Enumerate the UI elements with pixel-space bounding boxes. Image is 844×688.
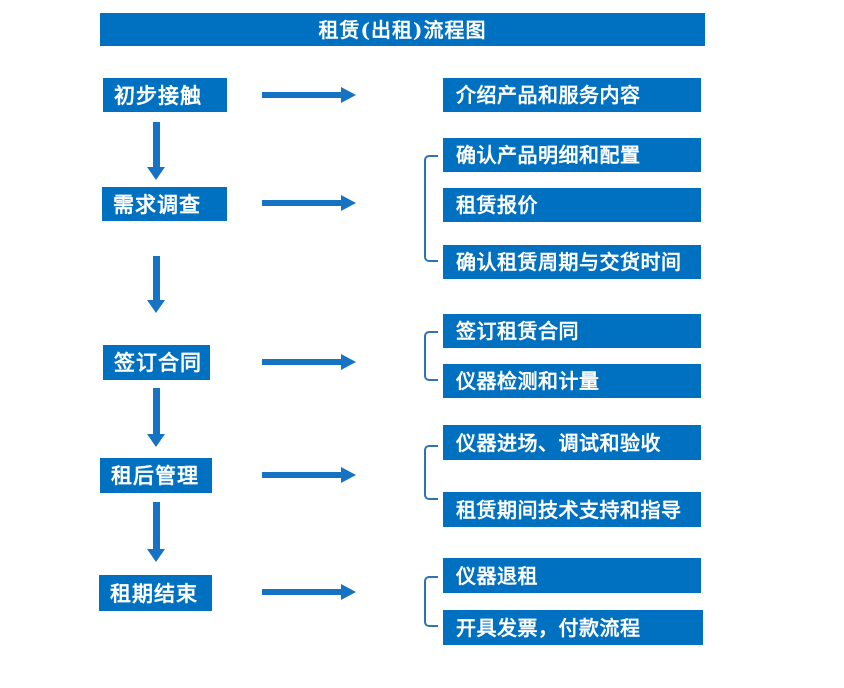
right-arrow-head (341, 467, 356, 483)
down-arrow-shaft (152, 122, 160, 167)
down-arrow-2 (147, 256, 165, 313)
group-bracket-rental-end (424, 576, 438, 627)
right-arrow-4 (262, 467, 356, 483)
detail-box-confirm-product-config: 确认产品明细和配置 (443, 138, 701, 172)
down-arrow-4 (147, 502, 165, 562)
step-box-initial-contact: 初步接触 (103, 78, 227, 112)
right-arrow-5 (262, 584, 356, 600)
group-bracket-post-rental (424, 445, 438, 500)
right-arrow-head (341, 354, 356, 370)
right-arrow-shaft (262, 472, 341, 478)
step-box-sign-contract: 签订合同 (103, 345, 210, 380)
detail-box-tech-support: 租赁期间技术支持和指导 (443, 492, 701, 527)
right-arrow-head (341, 195, 356, 211)
down-arrow-shaft (152, 502, 160, 549)
group-bracket-sign-contract (424, 331, 438, 381)
detail-box-invoice-payment: 开具发票，付款流程 (443, 610, 703, 645)
detail-box-instrument-entry-acceptance: 仪器进场、调试和验收 (443, 425, 701, 460)
group-bracket-demand-survey (424, 155, 438, 262)
down-arrow-3 (147, 388, 165, 447)
right-arrow-3 (262, 354, 356, 370)
right-arrow-shaft (262, 200, 341, 206)
down-arrow-head (147, 300, 165, 313)
detail-box-confirm-period-delivery: 确认租赁周期与交货时间 (443, 245, 701, 279)
right-arrow-1 (262, 87, 356, 103)
detail-box-instrument-testing: 仪器检测和计量 (443, 364, 701, 398)
down-arrow-head (147, 167, 165, 180)
down-arrow-head (147, 434, 165, 447)
right-arrow-shaft (262, 92, 341, 98)
right-arrow-head (341, 87, 356, 103)
step-box-rental-end: 租期结束 (99, 575, 212, 611)
step-box-post-rental-management: 租后管理 (100, 458, 212, 493)
down-arrow-shaft (152, 256, 160, 300)
detail-box-sign-rental-contract: 签订租赁合同 (443, 314, 701, 348)
detail-box-introduce-products: 介绍产品和服务内容 (443, 78, 701, 112)
step-box-demand-survey: 需求调查 (102, 187, 227, 221)
flowchart-title: 租赁(出租)流程图 (100, 13, 705, 46)
right-arrow-shaft (262, 589, 341, 595)
right-arrow-head (341, 584, 356, 600)
down-arrow-shaft (152, 388, 160, 434)
down-arrow-head (147, 549, 165, 562)
detail-box-instrument-return: 仪器退租 (443, 558, 701, 593)
down-arrow-1 (147, 122, 165, 180)
right-arrow-2 (262, 195, 356, 211)
right-arrow-shaft (262, 359, 341, 365)
detail-box-rental-quote: 租赁报价 (443, 188, 701, 222)
